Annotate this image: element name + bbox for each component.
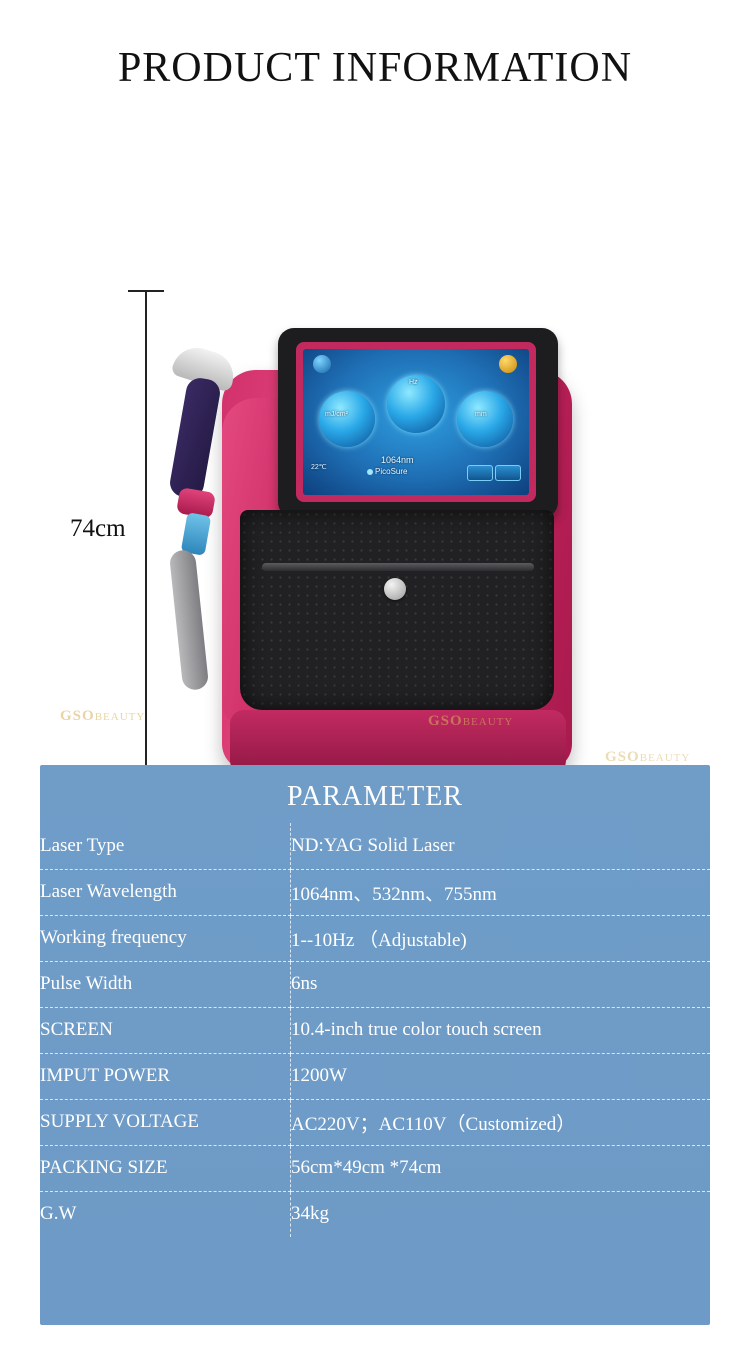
parameter-key: SCREEN xyxy=(40,1007,291,1054)
product-illustration: 74cm 56cm 49cm mJ/cm² Hz mm 1064nm xyxy=(0,130,750,878)
page-title: PRODUCT INFORMATION xyxy=(117,45,633,91)
handpiece-connector xyxy=(180,512,212,556)
wavelength-readout: 1064nm xyxy=(381,455,414,465)
parameter-key: PACKING SIZE xyxy=(40,1145,291,1192)
spot-size-dial[interactable] xyxy=(457,391,513,447)
touch-screen[interactable]: mJ/cm² Hz mm 1064nm PicoSure 22℃ xyxy=(303,349,529,495)
parameter-key: SUPPLY VOLTAGE xyxy=(40,1099,291,1146)
parameter-value: ND:YAG Solid Laser xyxy=(290,823,710,870)
screen-button-right[interactable] xyxy=(495,465,521,481)
height-dimension-label: 74cm xyxy=(70,515,126,542)
parameter-value: 10.4-inch true color touch screen xyxy=(290,1007,710,1054)
energy-dial[interactable] xyxy=(319,391,375,447)
handpiece-body xyxy=(167,375,223,501)
watermark-left: GSOBEAUTY xyxy=(60,708,145,725)
frequency-label: Hz xyxy=(409,379,418,386)
watermark-center: GSOBEAUTY xyxy=(428,713,513,730)
temperature-readout: 22℃ xyxy=(311,464,327,471)
machine-vent-grille xyxy=(240,510,554,710)
screen-power-icon[interactable] xyxy=(499,355,517,373)
watermark-brand-name: BEAUTY xyxy=(462,716,514,728)
parameter-value: 1064nm、532nm、755nm xyxy=(290,869,710,916)
watermark-table-right: GSOBEAUTY xyxy=(605,749,690,766)
watermark-brand-mark: GSO xyxy=(605,749,640,765)
parameter-key: Working frequency xyxy=(40,915,291,962)
handpiece-cable xyxy=(168,549,210,691)
watermark-brand-mark: GSO xyxy=(428,713,463,729)
laser-machine-graphic: mJ/cm² Hz mm 1064nm PicoSure 22℃ xyxy=(167,310,610,810)
parameter-value: AC220V；AC110V（Customized） xyxy=(290,1099,710,1146)
watermark-brand-name: BEAUTY xyxy=(94,711,146,723)
parameter-key: Laser Type xyxy=(40,823,291,870)
parameter-value: 1200W xyxy=(290,1053,710,1100)
energy-label: mJ/cm² xyxy=(325,411,348,418)
parameter-value: 6ns xyxy=(290,961,710,1008)
parameter-value: 34kg xyxy=(291,1203,329,1225)
height-dimension-line xyxy=(145,290,147,790)
parameter-key: Pulse Width xyxy=(40,961,291,1008)
parameter-value: 56cm*49cm *74cm xyxy=(290,1145,710,1192)
spot-size-label: mm xyxy=(475,411,487,418)
screen-settings-icon[interactable] xyxy=(313,355,331,373)
mode-indicator-dot xyxy=(367,469,373,475)
parameter-key: G.W xyxy=(40,1191,291,1237)
frequency-dial[interactable] xyxy=(387,375,445,433)
screen-button-left[interactable] xyxy=(467,465,493,481)
parameter-value: 1--10Hz （Adjustable) xyxy=(290,915,710,962)
machine-handle-bar xyxy=(262,563,534,571)
watermark-brand-name: BEAUTY xyxy=(639,752,691,764)
parameter-key: IMPUT POWER xyxy=(40,1053,291,1100)
machine-knob[interactable] xyxy=(384,578,406,600)
watermark-brand-mark: GSO xyxy=(60,708,95,724)
parameter-key: Laser Wavelength xyxy=(40,869,291,916)
mode-readout: PicoSure xyxy=(375,467,408,476)
parameter-table-title: PARAMETER xyxy=(286,781,463,812)
